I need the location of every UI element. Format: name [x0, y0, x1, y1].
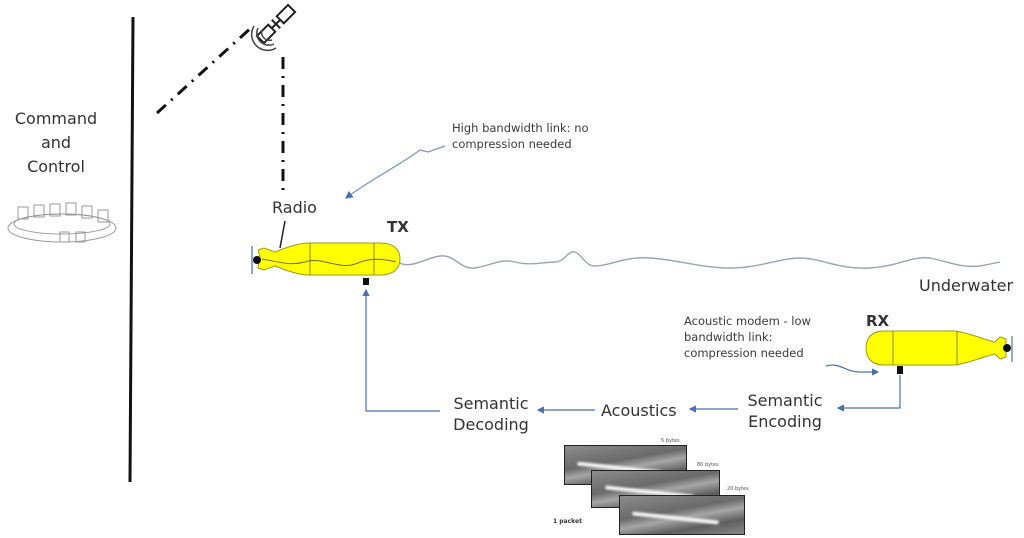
- command-and-control-label: Command and Control: [6, 107, 106, 179]
- tx-label: TX: [387, 218, 409, 236]
- sonar-image-20-bytes: [619, 495, 745, 535]
- semantic-decoding-line-1: Semantic: [453, 394, 529, 413]
- radio-pointer: [279, 220, 286, 249]
- sonar-size-label: 20 bytes: [727, 486, 749, 492]
- high-bandwidth-note: High bandwidth link: no compression need…: [452, 121, 589, 151]
- acoustic-pointer: [825, 364, 880, 376]
- acoustics-stage: Acoustics: [601, 401, 677, 420]
- semantic-decoding-line-2: Decoding: [453, 415, 529, 434]
- command-divider-line: [128, 16, 135, 483]
- acoustic-modem-note: Acoustic modem - low bandwidth link: com…: [684, 314, 811, 360]
- semantic-decoding-stage: Semantic Decoding: [446, 393, 536, 435]
- cc-line-2: and: [40, 133, 72, 152]
- rx-vehicle: [865, 330, 1013, 374]
- sonar-size-label: 80 bytes: [697, 462, 719, 468]
- meeting-table-icon: [7, 202, 117, 243]
- rx-to-encoding-arrow: [836, 375, 901, 412]
- satellite-icon: [255, 3, 297, 45]
- radio-label: Radio: [272, 198, 317, 217]
- underwater-link-wave: [397, 251, 1001, 269]
- semantic-encoding-line-2: Encoding: [748, 412, 822, 431]
- rx-label: RX: [866, 312, 890, 330]
- cc-line-1: Command: [14, 109, 98, 128]
- tx-vehicle: [251, 242, 401, 285]
- satellite-signal-icon: [250, 25, 277, 52]
- semantic-encoding-line-1: Semantic: [747, 391, 823, 410]
- packet-label: 1 packet: [553, 518, 582, 525]
- cc-line-3: Control: [27, 157, 85, 176]
- high-bandwidth-pointer: [344, 145, 446, 199]
- sonar-size-label: 5 bytes: [661, 438, 680, 444]
- satellite-link-command: [155, 25, 254, 115]
- semantic-encoding-stage: Semantic Encoding: [740, 390, 830, 432]
- decoding-to-tx-arrow: [362, 288, 440, 412]
- underwater-label: Underwater: [919, 276, 1014, 295]
